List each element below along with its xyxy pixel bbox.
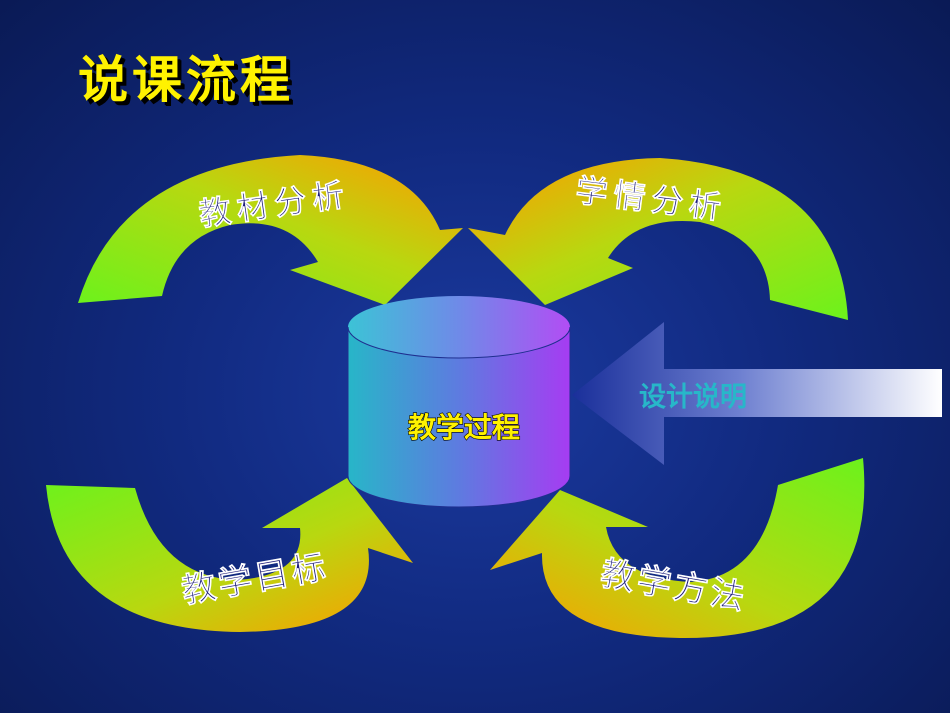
arc-top-right [468,158,848,320]
page-title: 说课流程 [78,51,294,109]
arc-bottom-right [490,458,865,639]
design-arrow-label: 设计说明 [639,382,747,413]
center-cylinder [347,296,571,508]
design-arrow [572,322,942,465]
arc-top-left [78,155,463,305]
arc-bottom-left [46,478,413,632]
center-label: 教学过程 [408,411,520,444]
